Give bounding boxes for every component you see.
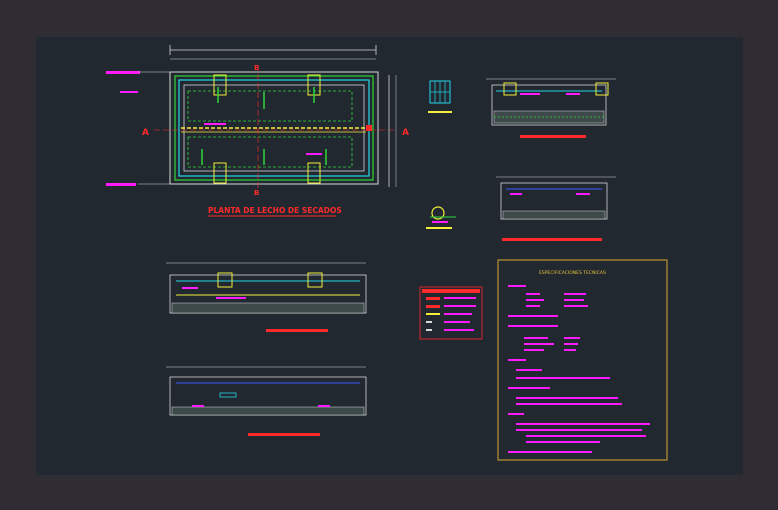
section-bottom <box>166 366 367 436</box>
detail-pipe-joint <box>426 206 456 229</box>
detail-grate <box>428 80 452 113</box>
section-a-a <box>166 262 367 332</box>
specs-title: ESPECIFICACIONES TECNICAS <box>539 270 606 276</box>
plan-section-mark-b-bottom: B <box>254 189 259 197</box>
section-b-b-middle <box>496 176 616 241</box>
cad-drawing: A A B B PLANTA DE LECHO DE SECADOS <box>106 45 668 461</box>
specifications-box: ESPECIFICACIONES TECNICAS <box>497 259 668 461</box>
plan-section-mark-b-top: B <box>254 64 259 72</box>
plan-section-mark-a-right: A <box>402 128 409 138</box>
plan-section-mark-a-left: A <box>142 128 149 138</box>
plan-view: A A B B PLANTA DE LECHO DE SECADOS <box>106 45 409 217</box>
legend-box <box>419 286 483 340</box>
drawing-sheet: A A B B PLANTA DE LECHO DE SECADOS <box>36 37 743 475</box>
plan-title: PLANTA DE LECHO DE SECADOS <box>208 206 342 215</box>
section-b-b-top <box>486 78 616 138</box>
